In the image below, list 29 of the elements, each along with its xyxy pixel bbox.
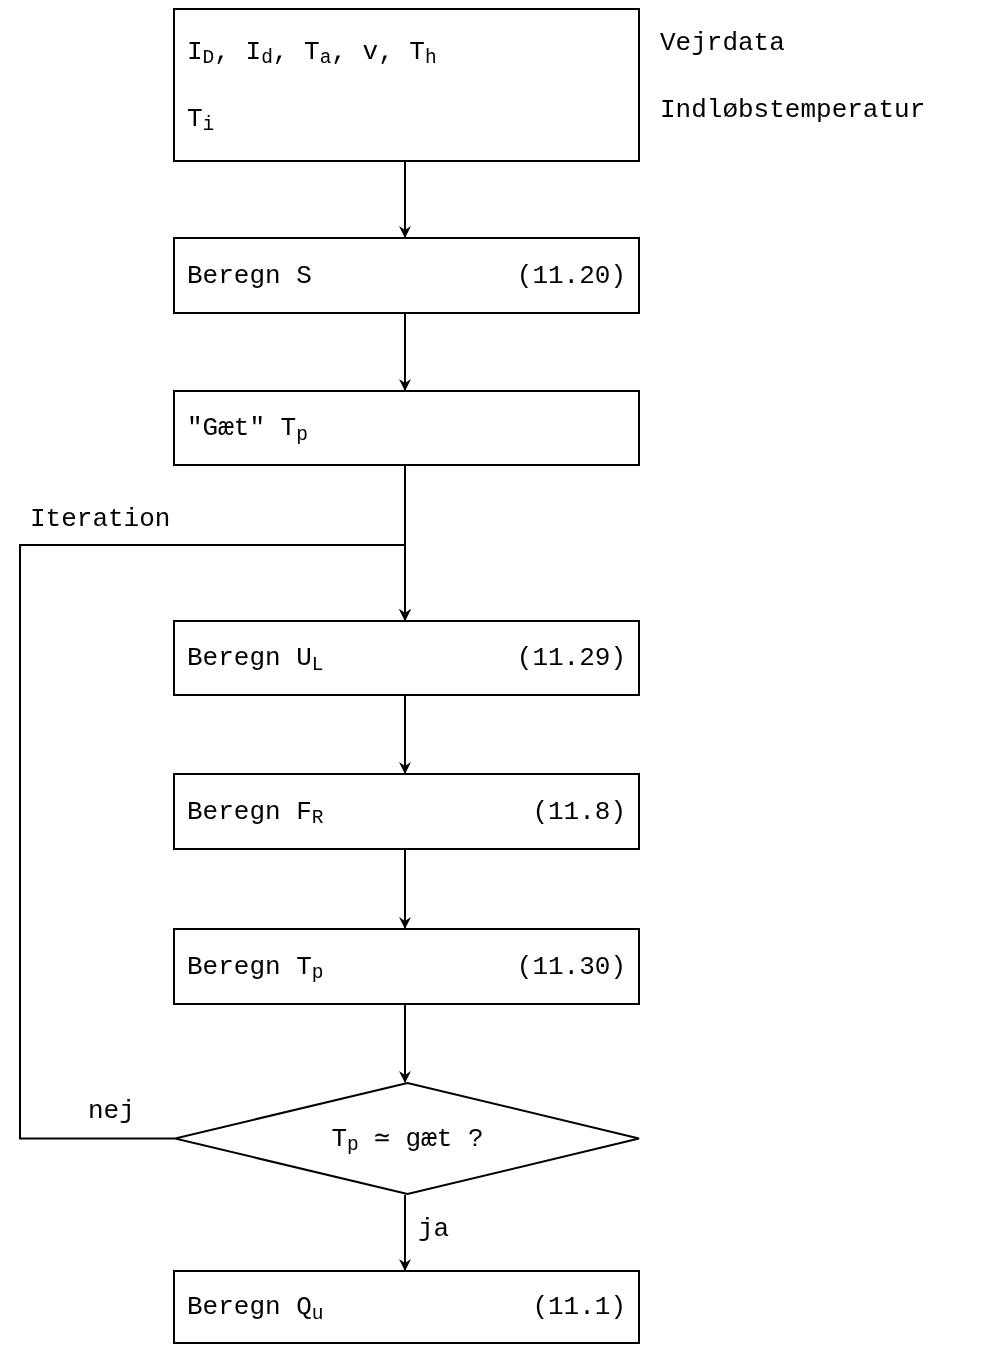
equation-number: (11.8) (532, 798, 626, 825)
equation-number: (11.29) (516, 645, 626, 671)
process-box (173, 1270, 640, 1344)
equation-number: (11.30) (516, 953, 626, 980)
side-note: Indløbstemperatur (660, 97, 926, 123)
equation-number: (11.20) (516, 262, 626, 289)
equation-number: (11.1) (532, 1294, 626, 1320)
box-text: T$_{i}$ (187, 105, 216, 132)
process-box (173, 390, 640, 466)
side-note: Vejrdata (660, 30, 785, 56)
arrow (399, 695, 411, 774)
process-box (173, 773, 640, 850)
box-text: Beregn S (187, 262, 312, 289)
arrow (399, 1194, 411, 1271)
box-text: Beregn Q$_{u}$ (187, 1294, 324, 1320)
arrow (399, 849, 411, 929)
arrow (399, 313, 411, 391)
box-text: Beregn U$_{L}$ (187, 645, 324, 671)
box-text: Beregn T$_{p}$ (187, 953, 324, 980)
box-text: I$_{D}$, I$_{d}$, T$_{a}$, v, T$_{h}$ (187, 38, 438, 65)
process-box (173, 237, 640, 314)
process-box (173, 620, 640, 696)
process-box (173, 928, 640, 1005)
condition-text: T$_{p}$ ≃ gæt ? (331, 1125, 484, 1152)
box-text: Beregn F$_{R}$ (187, 798, 324, 825)
arrow (399, 161, 411, 238)
arrow (19, 544, 411, 1140)
process-box (173, 8, 640, 162)
arrow (399, 1004, 411, 1083)
